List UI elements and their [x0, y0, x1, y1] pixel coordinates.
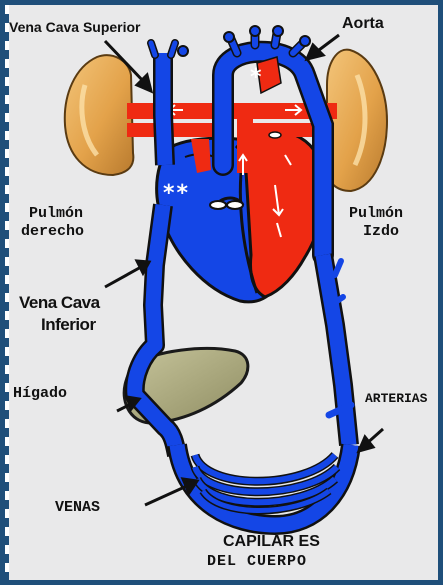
- label-arterias: ARTERIAS: [365, 391, 427, 406]
- label-vena-cava-inferior-2: Inferior: [41, 315, 96, 335]
- marker-single-star: *: [250, 65, 262, 90]
- label-capilares-1: CAPILAR ES: [223, 533, 320, 551]
- label-pulmon-derecho-2: derecho: [21, 223, 84, 240]
- label-aorta: Aorta: [342, 15, 384, 33]
- capillary-bed: [177, 445, 351, 525]
- label-higado: Hígado: [13, 385, 67, 402]
- left-lung: [327, 50, 387, 191]
- right-lung: [65, 55, 134, 175]
- label-capilares-2: DEL CUERPO: [207, 553, 307, 570]
- label-pulmon-izdo-1: Pulmón: [349, 205, 403, 222]
- label-venas: VENAS: [55, 499, 100, 516]
- label-vena-cava-inferior-1: Vena Cava: [19, 293, 100, 313]
- label-pulmon-izdo-2: Izdo: [363, 223, 399, 240]
- label-pulmon-derecho-1: Pulmón: [29, 205, 83, 222]
- marker-double-star: **: [163, 181, 190, 206]
- label-vena-cava-superior: Vena Cava Superior: [9, 19, 141, 35]
